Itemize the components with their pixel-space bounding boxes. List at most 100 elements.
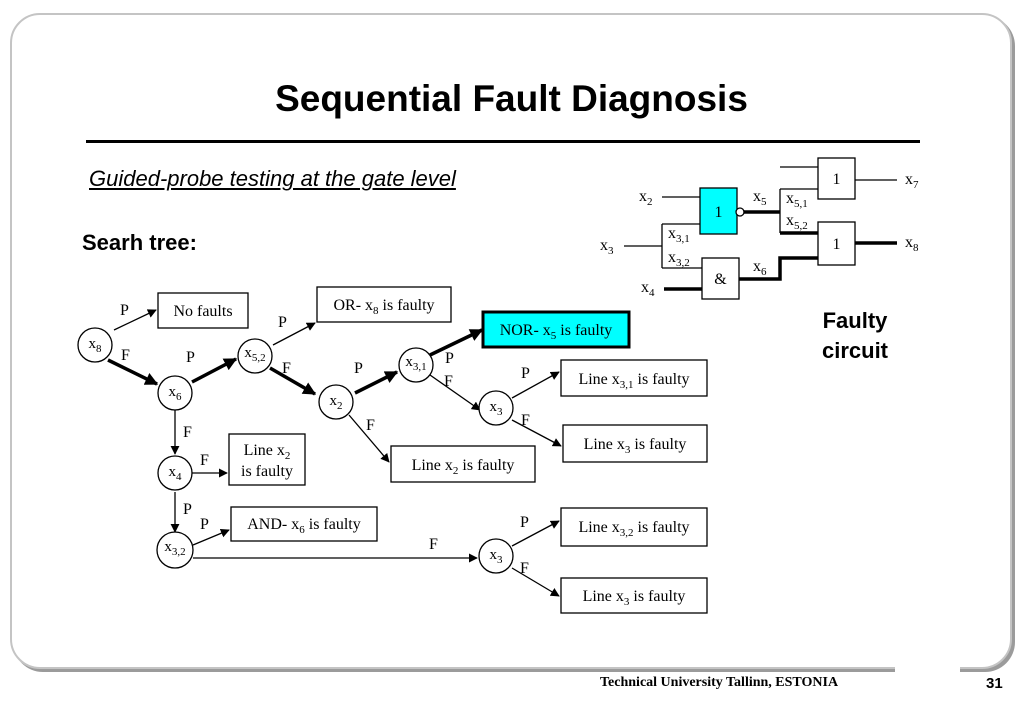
title-rule xyxy=(86,140,920,143)
signal-label-x51: x5,1 xyxy=(786,190,808,210)
tree-edges xyxy=(107,309,562,597)
result-line-x32-faulty: Line x3,2 is faulty xyxy=(560,507,708,547)
slide-title: Sequential Fault Diagnosis xyxy=(275,78,748,119)
edge-label-x32-p: P xyxy=(200,516,209,533)
edge-label-x3a-p: P xyxy=(521,365,530,382)
and-gate-label: & xyxy=(714,271,727,288)
edge-label-x31-p: P xyxy=(445,350,454,367)
svg-text:Line x2: Line x2 xyxy=(244,442,291,462)
edge-label-x6-p: P xyxy=(186,349,195,366)
tree-node-x4: x4 xyxy=(157,455,193,491)
edge-label-x4-p: P xyxy=(183,501,192,518)
edge-label-x2-f: F xyxy=(366,417,375,434)
edge-x3b-fail xyxy=(511,567,560,597)
edge-label-x4-f: F xyxy=(200,452,209,469)
svg-text:x3,2: x3,2 xyxy=(164,539,185,558)
result-line-x3-faulty-upper: Line x3 is faulty xyxy=(562,424,708,463)
edge-x3a-fail xyxy=(511,419,562,447)
signal-label-x5: x5 xyxy=(753,188,767,208)
edge-label-x3a-f: F xyxy=(521,412,530,429)
signal-label-x4: x4 xyxy=(641,279,655,299)
footer-institution: Technical University Tallinn, ESTONIA xyxy=(600,675,839,690)
svg-text:x3,1: x3,1 xyxy=(405,354,426,373)
svg-text:NOR- x5 is faulty: NOR- x5 is faulty xyxy=(500,322,613,342)
result-line-x2-faulty-box: Line x2 is faulty xyxy=(228,433,306,486)
svg-text:OR- x8 is faulty: OR- x8 is faulty xyxy=(333,297,434,317)
tree-node-x8: x8 xyxy=(77,327,113,363)
or-gate-x8-label: 1 xyxy=(833,236,841,253)
edge-label-x2-p: P xyxy=(354,360,363,377)
edge-label-x6-f: F xyxy=(183,424,192,441)
edge-x3a-pass xyxy=(511,371,560,399)
result-boxes: No faults OR- x8 is faulty NOR- x5 is fa… xyxy=(157,286,708,614)
tree-nodes: x8 x6 x5,2 x2 x3,1 x3 xyxy=(77,327,514,574)
edge-label-x8-p: P xyxy=(120,302,129,319)
result-and-faulty: AND- x6 is faulty xyxy=(230,506,378,542)
signal-label-x3: x3 xyxy=(600,237,614,257)
edge-x32-pass xyxy=(192,528,230,546)
and-gate xyxy=(701,257,740,300)
svg-text:x3: x3 xyxy=(490,547,504,566)
edge-label-x8-f: F xyxy=(121,347,130,364)
tree-node-x2: x2 xyxy=(318,384,354,420)
or-gate-x7 xyxy=(817,157,856,200)
faulty-circuit-line-2: circuit xyxy=(821,338,889,363)
edge-x31-x3 xyxy=(429,374,481,411)
edge-label-x31-f: F xyxy=(444,373,453,390)
svg-text:No faults: No faults xyxy=(173,303,232,320)
slide-subtitle: Guided-probe testing at the gate level xyxy=(89,166,456,191)
or-gate-x8 xyxy=(817,221,856,266)
tree-node-x31: x3,1 xyxy=(398,347,434,383)
svg-text:Line x3 is faulty: Line x3 is faulty xyxy=(584,436,687,456)
result-line-x2-faulty-tree: Line x2 is faulty xyxy=(390,445,536,483)
edge-x2-x31 xyxy=(354,370,399,395)
tree-node-x32: x3,2 xyxy=(156,531,194,569)
svg-text:AND- x6 is faulty: AND- x6 is faulty xyxy=(247,516,361,536)
tree-node-x3a: x3 xyxy=(478,390,514,426)
edge-x52-x2 xyxy=(269,366,317,396)
svg-text:is faulty: is faulty xyxy=(241,463,293,480)
result-no-faults: No faults xyxy=(157,292,249,329)
or-gate-x7-label: 1 xyxy=(833,171,841,188)
svg-text:x8: x8 xyxy=(89,336,103,355)
edge-label-x32-f: F xyxy=(429,536,438,553)
edge-x8-x6 xyxy=(107,358,159,386)
tree-node-x6: x6 xyxy=(157,375,193,411)
result-line-x31-faulty: Line x3,1 is faulty xyxy=(560,359,708,397)
page-number: 31 xyxy=(986,675,1003,692)
svg-text:x2: x2 xyxy=(330,393,343,412)
edge-label-x52-p: P xyxy=(278,314,287,331)
result-nor-faulty: NOR- x5 is faulty xyxy=(481,310,631,349)
svg-text:x3: x3 xyxy=(490,399,504,418)
edge-x6-x52 xyxy=(191,357,238,384)
signal-label-x32: x3,2 xyxy=(668,249,690,269)
signal-label-x8: x8 xyxy=(905,234,919,254)
frame-gap xyxy=(895,660,960,674)
result-line-x3-faulty-lower: Line x3 is faulty xyxy=(560,577,708,614)
tree-node-x52: x5,2 xyxy=(237,338,273,374)
svg-text:Line x2 is faulty: Line x2 is faulty xyxy=(412,457,515,477)
svg-text:x5,2: x5,2 xyxy=(244,345,265,364)
tree-node-x3b: x3 xyxy=(478,538,514,574)
search-tree-label: Searh tree: xyxy=(82,230,197,255)
edge-x8-pass xyxy=(113,309,157,331)
signal-label-x6: x6 xyxy=(753,258,767,278)
nor-gate xyxy=(699,187,738,235)
signal-label-x52: x5,2 xyxy=(786,212,808,232)
svg-text:Line x3,2 is faulty: Line x3,2 is faulty xyxy=(578,519,689,539)
edge-x3b-pass xyxy=(511,520,560,547)
nor-gate-label: 1 xyxy=(715,204,723,221)
circuit: 1 & 1 1 x2 x3 x4 x3,1 xyxy=(600,157,919,300)
wire-x6 xyxy=(739,256,818,281)
edge-x31-pass xyxy=(429,328,484,357)
edge-label-x3b-f: F xyxy=(520,560,529,577)
nor-inversion-bubble xyxy=(735,207,745,217)
signal-label-x7: x7 xyxy=(905,171,919,191)
edge-x2-fail xyxy=(348,414,390,463)
svg-text:x4: x4 xyxy=(169,464,183,483)
edge-labels: P F P P F P F P F P F F F P P F P F xyxy=(120,302,530,577)
faulty-circuit-line-1: Faulty xyxy=(822,308,888,333)
signal-label-x2: x2 xyxy=(639,188,653,208)
